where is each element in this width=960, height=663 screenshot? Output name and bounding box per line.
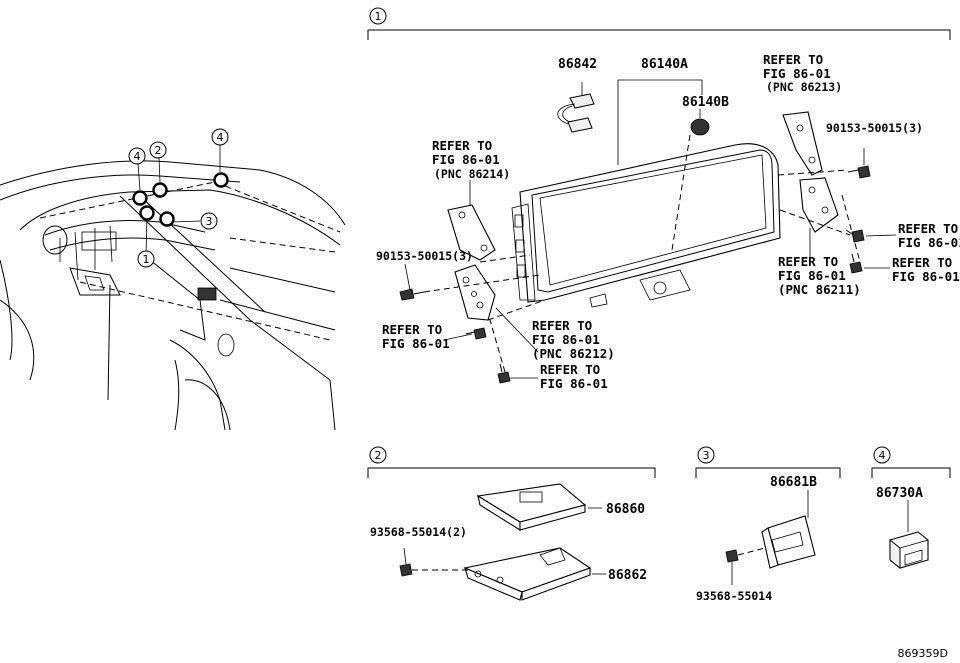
bolt-left — [399, 288, 425, 301]
svg-text:3: 3 — [206, 215, 213, 228]
label-bolt-right: 90153-50015(3) — [826, 121, 923, 135]
ref-right-1-line2: FIG 86-01 — [898, 235, 960, 250]
bracket-left-upper — [447, 180, 496, 261]
ref-top-left-pnc: (PNC 86214) — [434, 167, 510, 181]
ref-right-bracket-line1: REFER TO — [778, 254, 838, 269]
screw-left-mid — [465, 327, 487, 340]
ref-right-bracket-line2: FIG 86-01 — [778, 268, 846, 283]
connector-86842 — [557, 82, 595, 133]
label-86862: 86862 — [608, 568, 647, 583]
car-callout-1: 1 — [137, 250, 155, 268]
camera-86730A — [889, 500, 929, 570]
svg-text:4: 4 — [134, 150, 141, 163]
group-4: 4 86730A — [871, 446, 951, 570]
screw-right-low — [849, 253, 863, 274]
ref-top-right-line2: FIG 86-01 — [763, 66, 831, 81]
label-86140A: 86140A — [641, 57, 688, 72]
ref-left-bracket-line1: REFER TO — [532, 318, 592, 333]
ref-top-right-pnc: (PNC 86213) — [766, 80, 842, 94]
clip-86140B — [671, 109, 710, 251]
ref-right-2-line2: FIG 86-01 — [892, 269, 960, 284]
screw-group3 — [725, 547, 766, 585]
car-callout-4a: 4 — [128, 147, 146, 165]
display-assembly — [511, 143, 781, 308]
ref-top-left-line2: FIG 86-01 — [432, 152, 500, 167]
group-3-number: 3 — [703, 449, 710, 462]
group-2: 2 86860 86862 93568-55014(2) — [367, 446, 656, 601]
bracket-86862 — [463, 547, 606, 601]
ref-left-mid-line2: FIG 86-01 — [382, 336, 450, 351]
ref-left-bracket-line2: FIG 86-01 — [532, 332, 600, 347]
group-1: 1 — [367, 7, 960, 391]
ref-left-mid-line1: REFER TO — [382, 322, 442, 337]
screw-right-mid — [845, 229, 865, 243]
svg-text:2: 2 — [155, 144, 162, 157]
svg-text:1: 1 — [143, 253, 150, 266]
module-86860 — [476, 483, 602, 531]
label-86140B: 86140B — [682, 95, 729, 110]
car-callout-3: 3 — [200, 212, 218, 230]
ref-top-right-line1: REFER TO — [763, 52, 823, 67]
module-86681B — [761, 490, 816, 569]
ref-right-1-line1: REFER TO — [898, 221, 958, 236]
bolt-right — [847, 148, 871, 179]
label-86681B: 86681B — [770, 475, 817, 490]
bracket-right-upper — [782, 111, 823, 176]
ref-left-bracket-pnc: (PNC 86212) — [532, 346, 615, 361]
car-illustration: 4 2 4 3 1 — [0, 128, 346, 431]
ref-right-2-line1: REFER TO — [892, 255, 952, 270]
label-bolt-left: 90153-50015(3) — [376, 249, 473, 263]
label-86860: 86860 — [606, 502, 645, 517]
ref-left-low-line2: FIG 86-01 — [540, 376, 608, 391]
group-4-number: 4 — [879, 449, 886, 462]
label-screw-group3: 93568-55014 — [696, 589, 772, 603]
ref-right-bracket-pnc: (PNC 86211) — [778, 282, 861, 297]
screw-left-low — [497, 363, 511, 384]
label-86842: 86842 — [558, 57, 597, 72]
bracket-left-lower — [454, 264, 496, 321]
label-86730A: 86730A — [876, 486, 923, 501]
group-2-number: 2 — [375, 449, 382, 462]
car-callout-4b: 4 — [211, 128, 229, 146]
car-callout-2: 2 — [149, 141, 167, 159]
ref-left-low-line1: REFER TO — [540, 362, 600, 377]
ref-top-left-line1: REFER TO — [432, 138, 492, 153]
svg-text:4: 4 — [217, 131, 224, 144]
bracket-right-lower — [799, 177, 839, 258]
group-1-number: 1 — [375, 10, 382, 23]
group-3: 3 86681B 93568-55014 — [695, 446, 841, 603]
screw-group2 — [399, 547, 470, 577]
diagram-code: 869359D — [898, 647, 948, 660]
label-screw-group2: 93568-55014(2) — [370, 525, 467, 539]
